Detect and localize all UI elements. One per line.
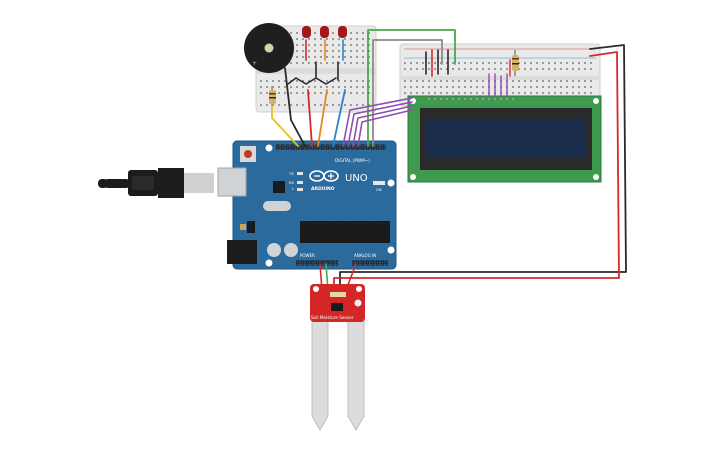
buzzer-plus-icon: + <box>252 60 257 67</box>
led-l-label: L <box>292 187 294 191</box>
arduino-logo-icon <box>309 170 339 182</box>
led-red-3 <box>338 26 347 38</box>
piezo-buzzer: + <box>244 23 294 73</box>
resistor-left <box>269 86 276 108</box>
led-red-1 <box>302 26 311 38</box>
soil-moisture-sensor: Soil Moisture Sensor <box>310 284 365 432</box>
lcd-display <box>407 95 602 183</box>
arduino-uno-board: UNO ARDUINO DIGITAL (PWM~) POWER ANALOG … <box>217 140 397 270</box>
board-brand-label: ARDUINO <box>311 186 335 192</box>
power-header-label: POWER <box>300 253 315 258</box>
board-model-label: UNO <box>345 173 368 184</box>
lcd-screen <box>426 120 585 158</box>
led-on-label: ON <box>376 188 382 192</box>
sensor-label: Soil Moisture Sensor <box>311 315 354 320</box>
wires <box>271 29 627 291</box>
digital-header-label: DIGITAL (PWM~) <box>335 158 370 163</box>
resistor-right <box>512 50 519 76</box>
analog-header-label: ANALOG IN <box>354 253 376 258</box>
usb-cable <box>98 168 214 198</box>
led-tx-label: TX <box>288 172 294 176</box>
led-rx-label: RX <box>289 181 294 185</box>
right-breadboard <box>399 43 601 107</box>
led-red-2 <box>320 26 329 38</box>
